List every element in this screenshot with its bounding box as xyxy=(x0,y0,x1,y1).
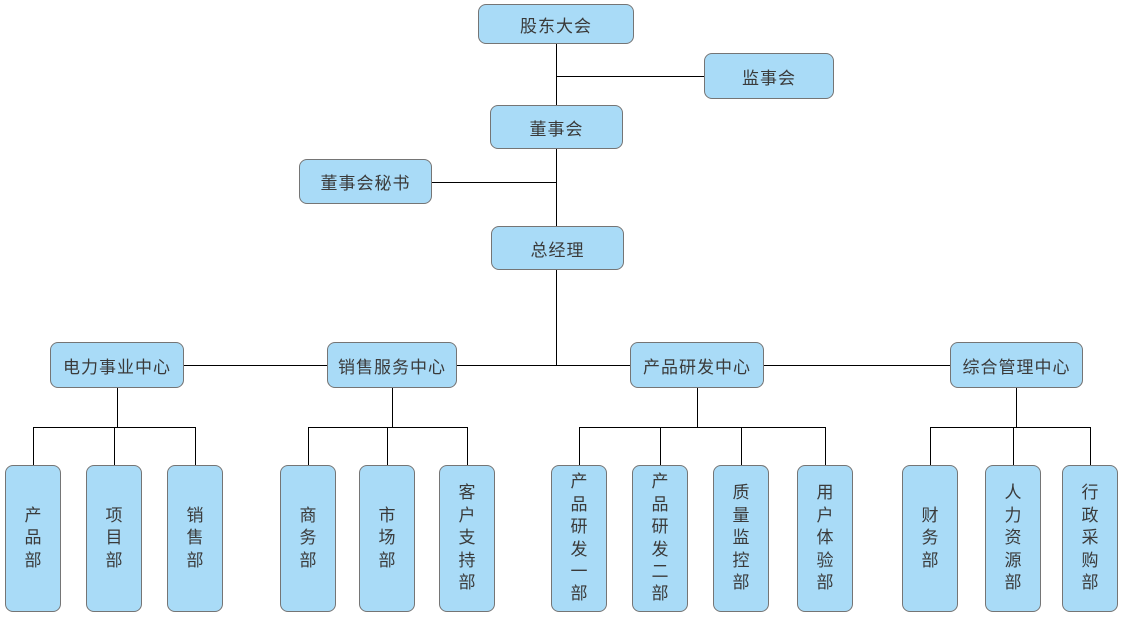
connector-line xyxy=(825,427,826,465)
connector-line xyxy=(195,427,196,465)
connector-line xyxy=(764,365,950,366)
connector-line xyxy=(184,365,327,366)
connector-line xyxy=(1016,388,1017,427)
node-project-dept[interactable]: 项 目 部 xyxy=(86,465,142,612)
node-power-business-center[interactable]: 电力事业中心 xyxy=(50,342,184,388)
connector-line xyxy=(556,149,557,226)
connector-line xyxy=(308,427,309,465)
node-commerce-dept[interactable]: 商 务 部 xyxy=(280,465,336,612)
node-user-experience-dept[interactable]: 用 户 体 验 部 xyxy=(797,465,853,612)
node-board-of-directors[interactable]: 董事会 xyxy=(490,105,623,149)
node-general-manager[interactable]: 总经理 xyxy=(491,226,624,270)
node-customer-support-dept[interactable]: 客 户 支 持 部 xyxy=(439,465,495,612)
node-finance-dept[interactable]: 财 务 部 xyxy=(902,465,958,612)
node-supervisory-board[interactable]: 监事会 xyxy=(704,53,834,99)
node-product-rnd-center[interactable]: 产品研发中心 xyxy=(630,342,764,388)
connector-line xyxy=(33,427,34,465)
connector-line xyxy=(392,388,393,427)
connector-line xyxy=(432,182,556,183)
connector-line xyxy=(556,44,557,105)
connector-line xyxy=(697,388,698,427)
connector-line xyxy=(741,427,742,465)
connector-line xyxy=(930,427,1090,428)
connector-line xyxy=(1090,427,1091,465)
connector-line xyxy=(660,427,661,465)
node-sales-dept[interactable]: 销 售 部 xyxy=(167,465,223,612)
node-marketing-dept[interactable]: 市 场 部 xyxy=(359,465,415,612)
node-shareholders-meeting[interactable]: 股东大会 xyxy=(478,4,634,44)
connector-line xyxy=(114,427,115,465)
node-general-admin-center[interactable]: 综合管理中心 xyxy=(950,342,1083,388)
connector-line xyxy=(556,76,704,77)
connector-line xyxy=(579,427,580,465)
connector-line xyxy=(1013,427,1014,465)
connector-line xyxy=(930,427,931,465)
connector-line xyxy=(117,388,118,427)
node-admin-procurement-dept[interactable]: 行 政 采 购 部 xyxy=(1062,465,1118,612)
node-board-secretary[interactable]: 董事会秘书 xyxy=(299,159,432,204)
connector-line xyxy=(467,427,468,465)
node-product-dept[interactable]: 产 品 部 xyxy=(5,465,61,612)
node-hr-dept[interactable]: 人 力 资 源 部 xyxy=(985,465,1041,612)
connector-line xyxy=(556,270,557,365)
node-product-rnd-dept-1[interactable]: 产 品 研 发 一 部 xyxy=(551,465,607,612)
node-product-rnd-dept-2[interactable]: 产 品 研 发 二 部 xyxy=(632,465,688,612)
node-sales-service-center[interactable]: 销售服务中心 xyxy=(327,342,457,388)
node-quality-control-dept[interactable]: 质 量 监 控 部 xyxy=(713,465,769,612)
connector-line xyxy=(457,365,630,366)
connector-line xyxy=(579,427,825,428)
connector-line xyxy=(387,427,388,465)
